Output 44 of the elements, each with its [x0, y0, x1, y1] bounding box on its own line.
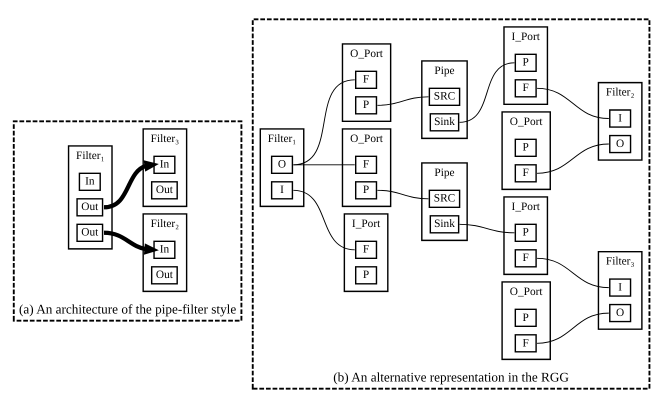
node-box: Out [76, 224, 103, 242]
node-box: Out [150, 266, 178, 285]
node-box: In [78, 172, 100, 192]
node-box: P [354, 266, 377, 285]
node-box: P [514, 224, 536, 242]
node-box: Out [150, 181, 178, 200]
node-box: Sink [429, 113, 459, 132]
node-box: O [608, 134, 631, 154]
node-box: I [608, 109, 631, 128]
node-box: F [514, 164, 536, 183]
connector [536, 258, 609, 288]
connector [292, 190, 355, 250]
node-box: SRC [428, 190, 460, 208]
connector [536, 144, 609, 174]
node-box: P [354, 96, 377, 114]
arrow [103, 160, 158, 210]
node-box: In [152, 156, 176, 174]
node-box: F [514, 249, 536, 268]
connector [376, 96, 428, 106]
node-box: P [514, 138, 536, 157]
node-box: F [354, 240, 377, 260]
connector [458, 224, 514, 234]
node-box: I [608, 278, 631, 297]
node-box: F [354, 156, 377, 174]
connector [458, 62, 514, 123]
node-box: I [270, 181, 293, 200]
node-box: SRC [428, 88, 460, 106]
node-box: P [514, 54, 536, 72]
node-box: Out [76, 198, 103, 217]
connector [536, 88, 609, 119]
arrow [103, 230, 158, 255]
node-box: F [514, 79, 536, 98]
node-box: P [354, 181, 377, 200]
node-box: P [514, 308, 536, 328]
node-box: O [270, 156, 293, 174]
node-box: In [152, 240, 176, 260]
connector [536, 312, 609, 344]
connector [292, 164, 355, 166]
node-box: F [514, 334, 536, 353]
node-box: Sink [429, 215, 459, 234]
node-box: F [354, 70, 377, 89]
node-box: O [608, 304, 631, 322]
connector [292, 79, 355, 166]
connector [376, 190, 428, 200]
